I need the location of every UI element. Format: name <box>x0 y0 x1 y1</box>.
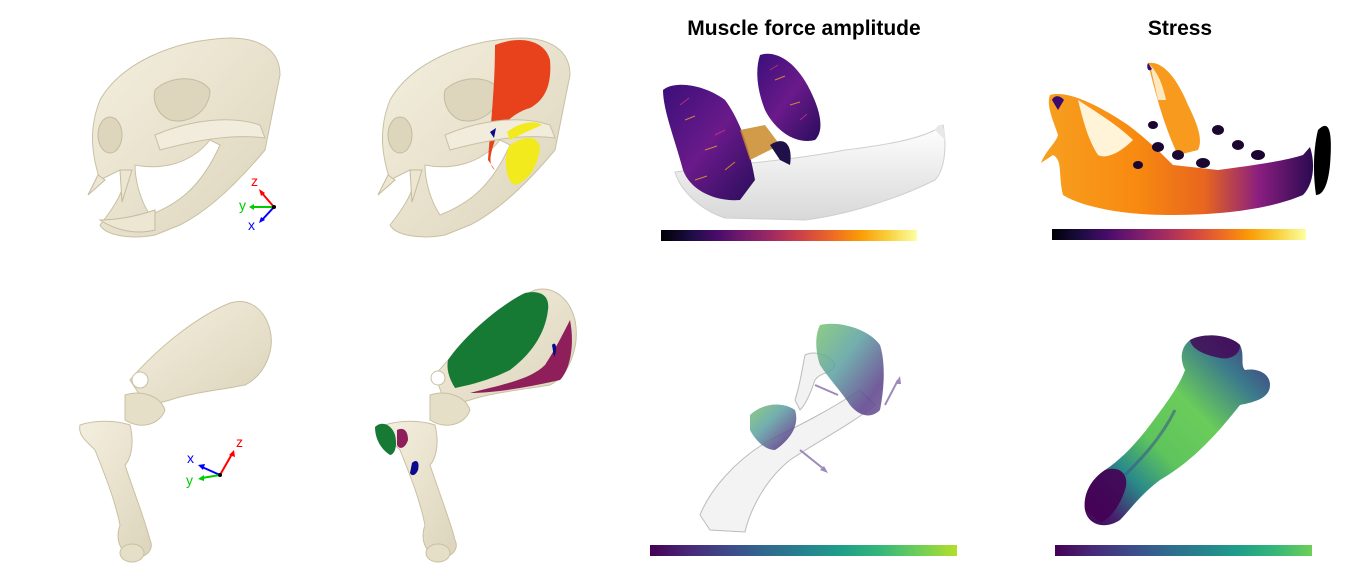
humerus-stress-render <box>1084 335 1270 526</box>
forelimb-bone-panel <box>70 295 272 570</box>
muscle-temporalis <box>488 40 551 170</box>
skull-stress-panel <box>1038 55 1338 230</box>
axis-label-y: y <box>186 472 193 488</box>
axis-label-z: z <box>251 173 258 189</box>
forelimb-muscle-force-panel <box>690 310 920 535</box>
skull-muscle-attachments-panel <box>370 30 610 250</box>
forelimb-muscle-render <box>375 288 577 563</box>
forelimb-render <box>79 301 272 563</box>
mandible-force-render <box>663 53 946 221</box>
skull-render <box>87 37 281 238</box>
forelimb-stress-panel <box>1080 330 1280 530</box>
skull-muscle-force-panel <box>645 50 965 230</box>
axes-triad-forelimb: z x y <box>180 432 250 492</box>
muscle-infraspinatus <box>470 320 572 393</box>
colorbar-forelimb-muscle-force <box>650 545 957 556</box>
axes-triad-skull: z y x <box>228 170 288 240</box>
colorbar-forelimb-stress <box>1055 545 1312 556</box>
axis-label-z: z <box>236 434 243 450</box>
colorbar-skull-stress <box>1052 229 1306 240</box>
forelimb-muscle-attachments-panel <box>370 285 580 570</box>
title-muscle-force: Muscle force amplitude <box>687 17 921 40</box>
axis-label-x: x <box>187 450 194 466</box>
humerus-force-render <box>699 323 901 533</box>
axis-label-y: y <box>239 197 246 213</box>
axis-label-x: x <box>248 217 255 233</box>
skull-bone-panel <box>60 30 300 250</box>
mandible-stress-render <box>1041 62 1331 215</box>
muscle-supraspinatus <box>447 292 549 388</box>
title-stress: Stress <box>1147 17 1213 40</box>
skull-muscle-render <box>377 37 571 238</box>
colorbar-skull-muscle-force <box>661 230 917 241</box>
